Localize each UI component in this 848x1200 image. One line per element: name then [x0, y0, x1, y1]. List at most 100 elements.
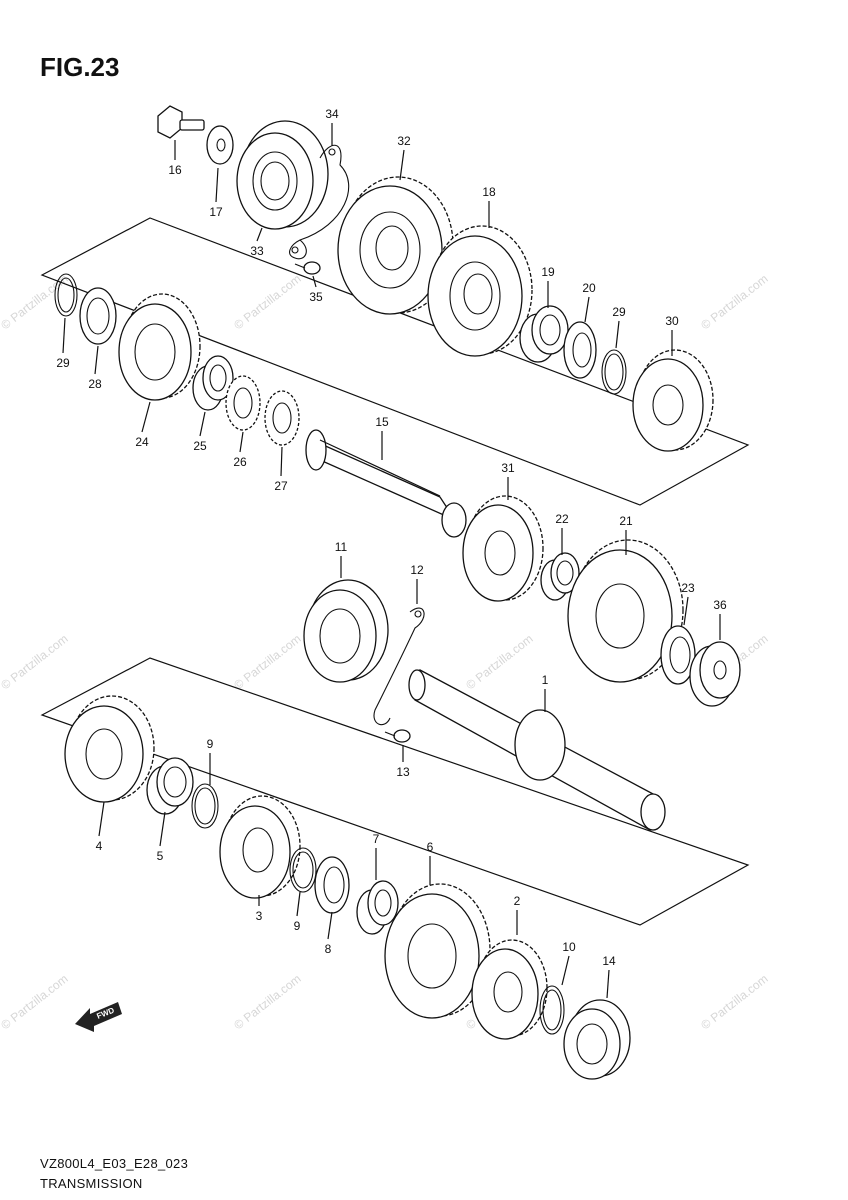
diagram-name: TRANSMISSION: [40, 1176, 143, 1191]
part-bearing-11: [303, 579, 389, 683]
watermark: © Partzilla.com: [0, 632, 71, 693]
watermark: © Partzilla.com: [231, 972, 303, 1033]
part-gear-18: [427, 225, 533, 357]
part-washer-28: [79, 287, 117, 345]
callout-label: 32: [397, 134, 411, 148]
callout-label: 8: [325, 942, 332, 956]
part-gear-21: [567, 539, 684, 683]
callout-label: 7: [373, 832, 380, 846]
callout-label: 33: [250, 244, 264, 258]
leader-line: [199, 411, 206, 437]
figure-title: FIG.23: [40, 52, 120, 82]
callout-label: 36: [713, 598, 727, 612]
leader-line: [98, 801, 105, 837]
callout-label: 28: [88, 377, 102, 391]
part-countershaft-15: [305, 429, 467, 538]
part-washer-26: [225, 375, 261, 431]
diagram-code: VZ800L4_E03_E28_023: [40, 1156, 189, 1171]
leader-line: [159, 811, 166, 847]
callout-label: 10: [562, 940, 576, 954]
part-washer-23: [660, 625, 696, 685]
part-bolt-16: [157, 105, 205, 139]
callout-label: 26: [233, 455, 247, 469]
callout-label: 12: [410, 563, 424, 577]
callout-label: 30: [665, 314, 679, 328]
part-bearing-33: [236, 120, 329, 230]
watermark: © Partzilla.com: [698, 972, 770, 1033]
part-bushing-7: [356, 880, 399, 935]
leader-line: [561, 955, 570, 986]
part-gear-30: [632, 349, 714, 452]
part-circlip-9a: [191, 783, 219, 829]
part-washer-20: [563, 321, 597, 379]
leader-line: [256, 227, 263, 242]
leader-line: [280, 446, 283, 477]
part-circlip-10: [539, 985, 565, 1035]
leader-line: [584, 296, 590, 323]
leader-line: [606, 969, 610, 999]
watermark: © Partzilla.com: [698, 272, 770, 333]
part-screw-13: [384, 729, 411, 743]
part-washer-8: [314, 856, 350, 914]
callout-label: 13: [396, 765, 410, 779]
callout-label: 29: [612, 305, 626, 319]
callout-label: 1: [542, 673, 549, 687]
callout-label: 16: [168, 163, 182, 177]
callout-label: 3: [256, 909, 263, 923]
callout-label: 9: [207, 737, 214, 751]
callout-labels: 1234567899101112131415161718192021222324…: [56, 107, 727, 968]
part-retainer-34: [289, 144, 350, 260]
part-screw-35: [294, 261, 321, 275]
callout-label: 5: [157, 849, 164, 863]
part-gear-32: [337, 176, 454, 315]
part-gear-31: [462, 495, 544, 602]
watermark: © Partzilla.com: [463, 632, 535, 693]
leader-line: [141, 401, 151, 433]
callout-label: 21: [619, 514, 633, 528]
callout-label: 18: [482, 185, 496, 199]
leader-line: [683, 596, 689, 626]
part-bearing-14: [563, 999, 631, 1080]
part-gear-4: [64, 695, 155, 803]
countershaft-group-outline: [40, 217, 750, 506]
watermark: © Partzilla.com: [0, 272, 71, 333]
part-circlip-29: [601, 349, 627, 395]
callout-label: 23: [681, 581, 695, 595]
part-bushing-19: [519, 305, 569, 363]
driveshaft-group-outline: [40, 657, 750, 926]
callout-label: 9: [294, 919, 301, 933]
callout-label: 25: [193, 439, 207, 453]
callout-label: 34: [325, 107, 339, 121]
part-driveshaft-1: [408, 669, 666, 832]
watermark: © Partzilla.com: [231, 632, 303, 693]
part-gear-6: [384, 883, 491, 1019]
leader-line: [239, 431, 244, 453]
callout-label: 15: [375, 415, 389, 429]
part-circlip-9b: [289, 847, 317, 893]
callout-label: 6: [427, 840, 434, 854]
part-gear-3: [219, 795, 301, 899]
leader-line: [215, 167, 219, 203]
callout-label: 11: [335, 540, 348, 554]
part-seal-36: [689, 641, 741, 707]
part-washer-27: [264, 390, 300, 446]
leader-line: [94, 345, 99, 375]
callout-label: 19: [541, 265, 555, 279]
leader-line: [327, 911, 333, 940]
part-washer-17: [206, 125, 234, 165]
watermark: © Partzilla.com: [231, 272, 303, 333]
callout-label: 35: [309, 290, 323, 304]
callout-label: 27: [274, 479, 288, 493]
leader-line: [296, 891, 301, 917]
callout-label: 14: [602, 954, 616, 968]
callout-label: 24: [135, 435, 149, 449]
part-bushing-22: [540, 552, 580, 601]
leader-line: [62, 317, 66, 354]
leader-line: [399, 149, 405, 181]
leader-line: [615, 320, 620, 349]
leader-line: [312, 275, 317, 288]
callout-label: 20: [582, 281, 596, 295]
part-retainer-12: [373, 607, 425, 726]
part-gear-2: [471, 939, 548, 1040]
callout-label: 29: [56, 356, 70, 370]
